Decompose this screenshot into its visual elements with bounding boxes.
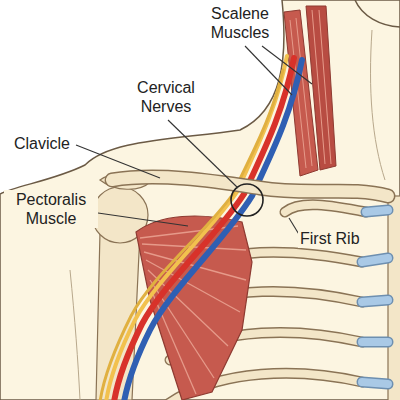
jaw-line — [355, 0, 400, 27]
bone-label: First Rib — [298, 229, 362, 248]
outlet-circle — [231, 184, 263, 216]
leader-lines — [76, 46, 312, 236]
muscle-label: Pectoralis Muscle — [4, 190, 98, 228]
neck-line — [371, 30, 385, 180]
nerve-label: Cervical Nerves — [120, 78, 212, 116]
clavicle-bone — [112, 177, 388, 196]
arm-line — [70, 270, 80, 400]
bone-label: Clavicle — [12, 134, 72, 153]
muscle-label: Scalene Muscles — [195, 4, 285, 42]
neurovascular-bundle — [100, 56, 302, 400]
